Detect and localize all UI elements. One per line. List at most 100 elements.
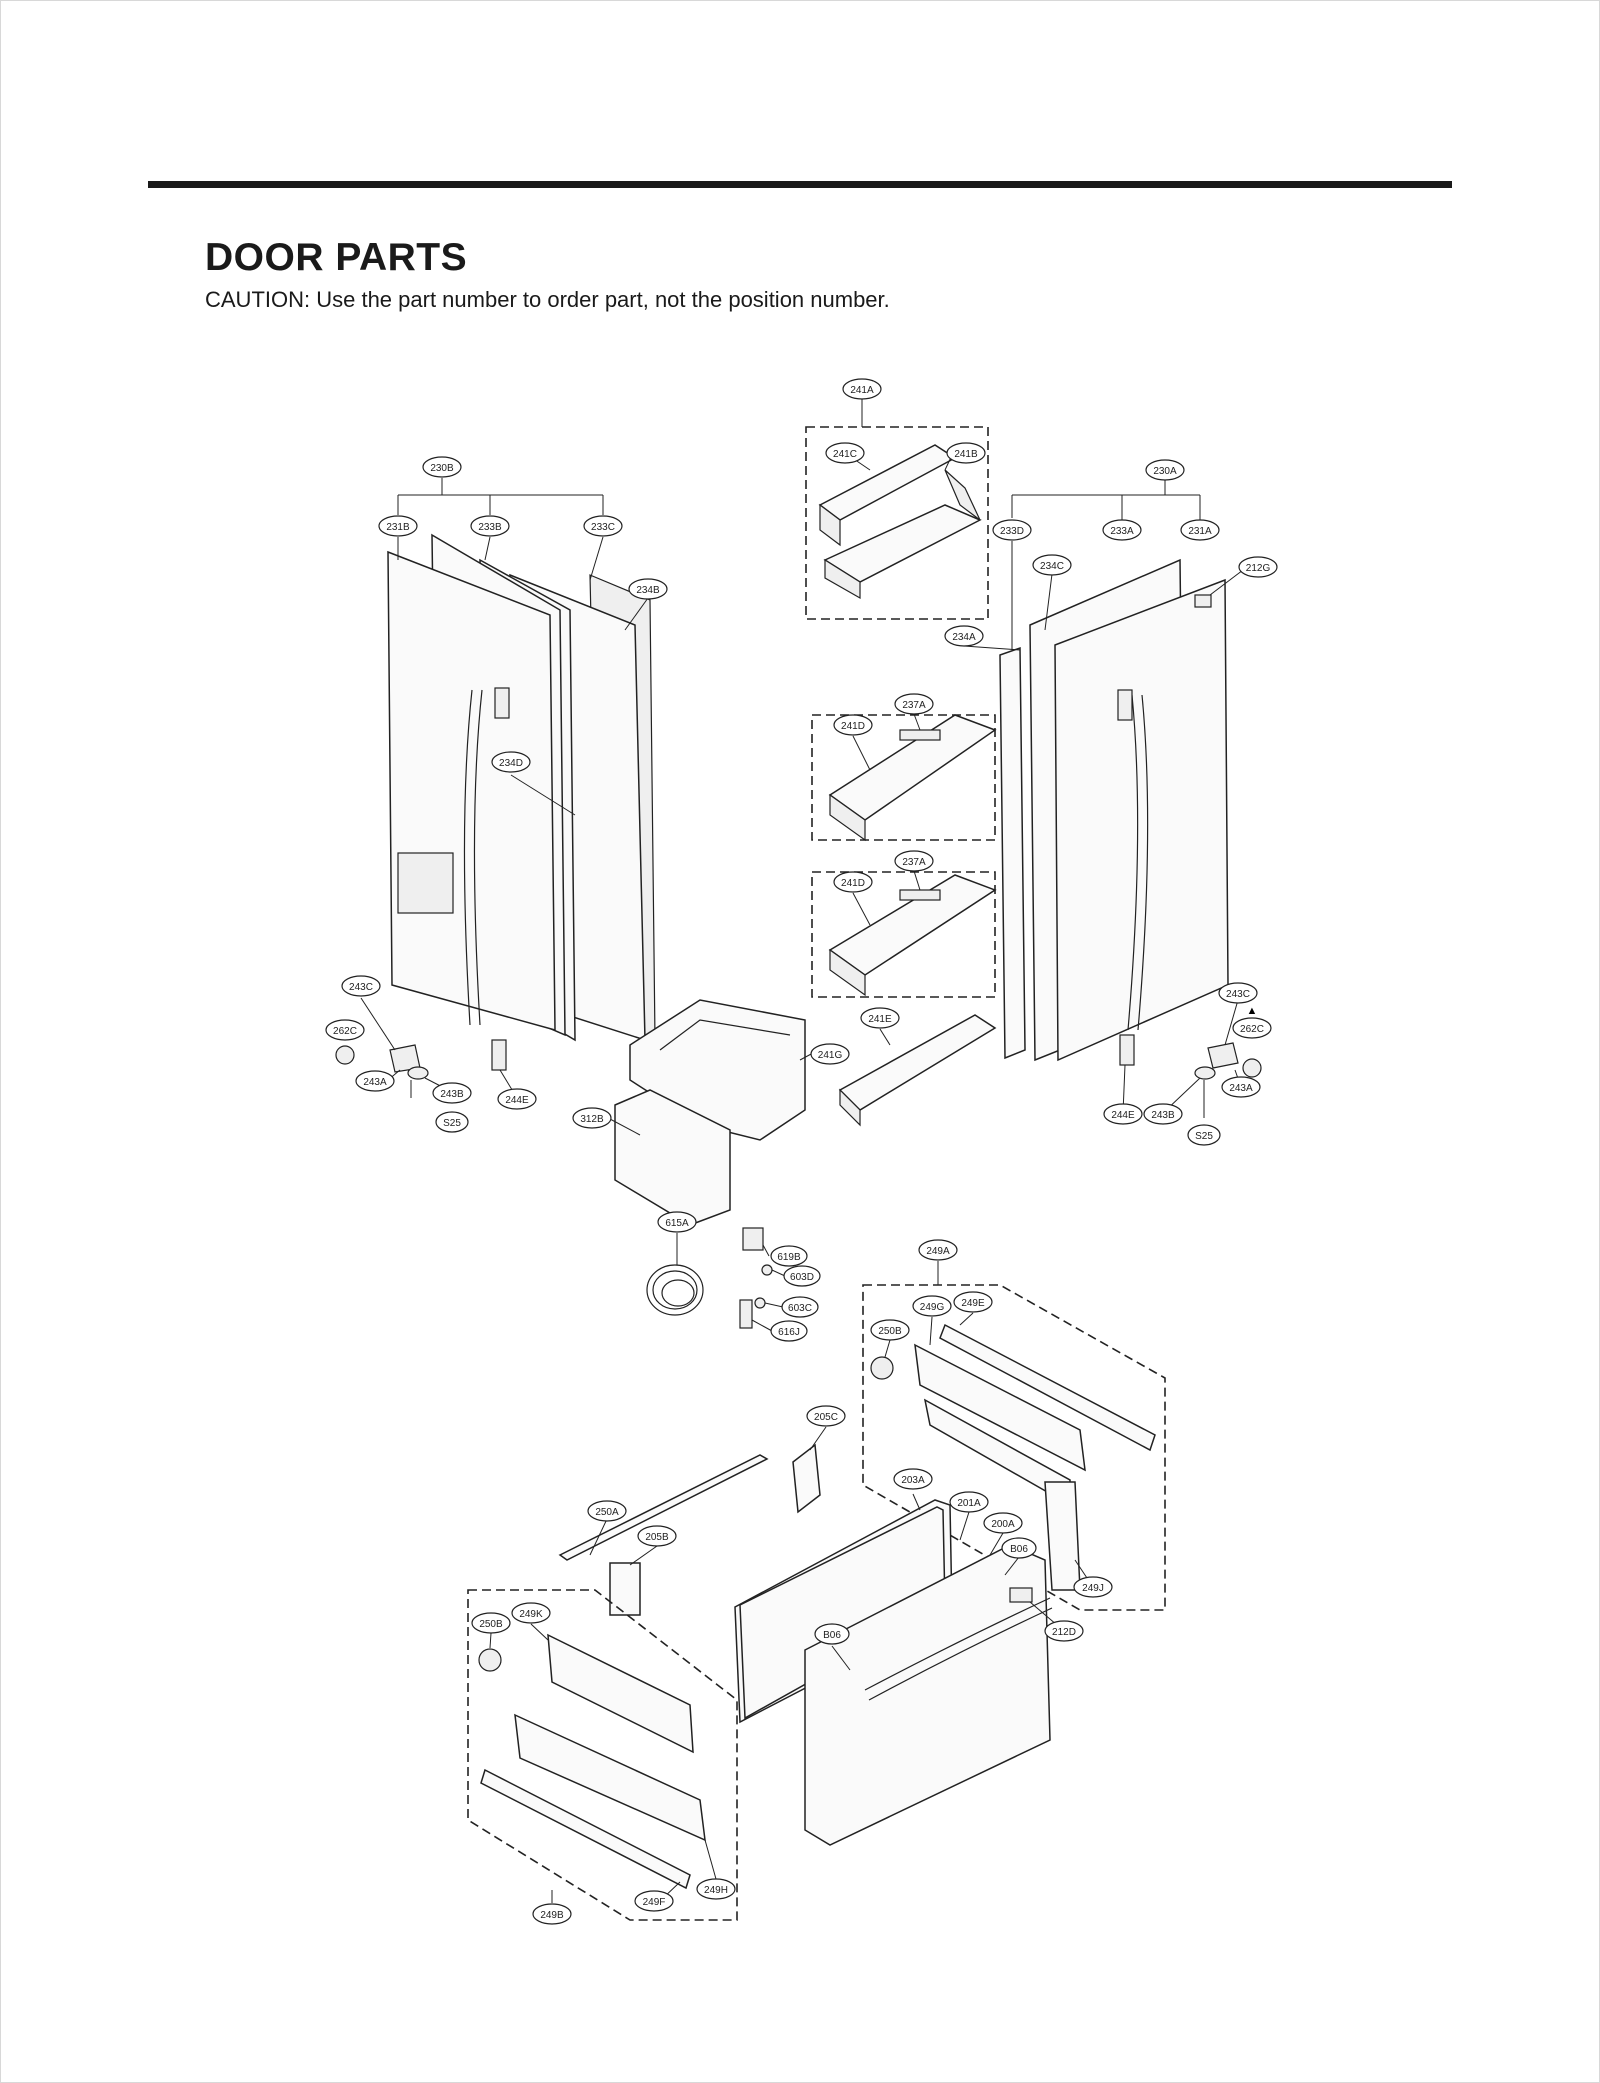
rail-249E bbox=[939, 1323, 1156, 1452]
callout-212G: 212G bbox=[1238, 556, 1278, 578]
callout-249H: 249H bbox=[696, 1878, 736, 1900]
callout-B06-upper: B06 bbox=[1001, 1537, 1037, 1559]
callout-249J: 249J bbox=[1073, 1576, 1113, 1598]
callout-241G: 241G bbox=[810, 1043, 850, 1065]
bin-group-241A-boundary bbox=[805, 426, 989, 620]
svg-text:237A: 237A bbox=[902, 700, 926, 711]
svg-text:230B: 230B bbox=[430, 463, 454, 474]
callout-249G: 249G bbox=[912, 1295, 952, 1317]
callout-250B-lower: 250B bbox=[471, 1612, 511, 1634]
rail-end-249J bbox=[1044, 1481, 1081, 1591]
callout-249B: 249B bbox=[532, 1903, 572, 1925]
svg-text:233B: 233B bbox=[478, 522, 502, 533]
svg-text:203A: 203A bbox=[901, 1475, 925, 1486]
callout-243B-left: 243B bbox=[432, 1082, 472, 1104]
callout-237A-lower: 237A bbox=[894, 850, 934, 872]
callout-230A: 230A bbox=[1145, 459, 1185, 481]
callout-603C: 603C bbox=[781, 1296, 819, 1318]
left-door-bottom-hinge bbox=[491, 1039, 507, 1071]
svg-text:230A: 230A bbox=[1153, 466, 1177, 477]
gear-250B-upper bbox=[870, 1356, 894, 1380]
callout-262C-right: 262C bbox=[1232, 1017, 1272, 1039]
svg-text:S25: S25 bbox=[1195, 1131, 1213, 1142]
callout-S25-left: S25 bbox=[435, 1111, 469, 1133]
rail-group-249B-boundary bbox=[467, 1589, 738, 1921]
callout-241D-lower: 241D bbox=[833, 871, 873, 893]
callout-603D: 603D bbox=[783, 1265, 821, 1287]
callout-243A-right: 243A bbox=[1221, 1076, 1261, 1098]
callout-243A-left: 243A bbox=[355, 1070, 395, 1092]
svg-text:249E: 249E bbox=[961, 1298, 985, 1309]
left-door-dispenser-window bbox=[397, 852, 454, 914]
bin-divider-237A-lower bbox=[899, 889, 941, 901]
svg-text:B06: B06 bbox=[823, 1630, 841, 1641]
callout-250A: 250A bbox=[587, 1500, 627, 1522]
svg-text:249A: 249A bbox=[926, 1246, 950, 1257]
right-hinge-bracket-243A bbox=[1207, 1042, 1239, 1069]
callout-249E: 249E bbox=[953, 1291, 993, 1313]
callout-233B: 233B bbox=[470, 515, 510, 537]
svg-text:249G: 249G bbox=[920, 1302, 945, 1313]
svg-text:603D: 603D bbox=[790, 1272, 814, 1283]
ring-603C bbox=[754, 1297, 766, 1309]
callout-234A: 234A bbox=[944, 625, 984, 647]
water-tube-615A bbox=[646, 1264, 704, 1316]
callout-241C: 241C bbox=[825, 442, 865, 464]
svg-text:243B: 243B bbox=[440, 1089, 464, 1100]
svg-text:234B: 234B bbox=[636, 585, 660, 596]
right-door-bottom-hinge bbox=[1119, 1034, 1135, 1066]
svg-text:212D: 212D bbox=[1052, 1627, 1076, 1638]
left-door-handle bbox=[463, 689, 473, 1026]
bracket-205C bbox=[792, 1443, 821, 1514]
callout-241A: 241A bbox=[842, 378, 882, 400]
door-bin-241D-lower bbox=[828, 874, 997, 997]
svg-text:241E: 241E bbox=[868, 1014, 892, 1025]
bin-group-2-boundary bbox=[811, 871, 996, 998]
callout-S25-right: S25 bbox=[1187, 1124, 1221, 1146]
svg-text:201A: 201A bbox=[957, 1498, 981, 1509]
header-rule bbox=[148, 181, 1452, 188]
svg-text:616J: 616J bbox=[778, 1327, 800, 1338]
valve-619B bbox=[742, 1227, 764, 1251]
svg-text:243A: 243A bbox=[1229, 1083, 1253, 1094]
svg-text:200A: 200A bbox=[991, 1519, 1015, 1530]
svg-text:233A: 233A bbox=[1110, 526, 1134, 537]
svg-text:249K: 249K bbox=[519, 1609, 543, 1620]
svg-text:241D: 241D bbox=[841, 878, 865, 889]
svg-text:205B: 205B bbox=[645, 1532, 669, 1543]
left-hinge-washer-243B bbox=[407, 1066, 429, 1080]
callout-616J: 616J bbox=[770, 1320, 808, 1342]
callout-615A: 615A bbox=[657, 1211, 697, 1233]
rail-bracket-249G bbox=[914, 1343, 1086, 1472]
svg-text:212G: 212G bbox=[1246, 563, 1271, 574]
triangle-marker-right: ▲ bbox=[1247, 1005, 1258, 1017]
rail-bracket-249K bbox=[547, 1633, 694, 1754]
right-door-top-hinge bbox=[1117, 689, 1133, 721]
bin-divider-237A-upper bbox=[899, 729, 941, 741]
callout-B06-lower: B06 bbox=[814, 1623, 850, 1645]
svg-text:243C: 243C bbox=[1226, 989, 1250, 1000]
svg-text:262C: 262C bbox=[1240, 1024, 1264, 1035]
rail-249F bbox=[480, 1768, 691, 1890]
callout-244E-left: 244E bbox=[497, 1088, 537, 1110]
right-hinge-ring-262C bbox=[1242, 1058, 1262, 1078]
callout-249F: 249F bbox=[634, 1890, 674, 1912]
svg-text:249H: 249H bbox=[704, 1885, 728, 1896]
right-door-handle bbox=[1127, 694, 1139, 1031]
callout-200A: 200A bbox=[983, 1512, 1023, 1534]
callout-203A: 203A bbox=[893, 1468, 933, 1490]
svg-text:233D: 233D bbox=[1000, 526, 1024, 537]
svg-text:603C: 603C bbox=[788, 1303, 812, 1314]
callout-249K: 249K bbox=[511, 1602, 551, 1624]
callout-249A: 249A bbox=[918, 1239, 958, 1261]
callout-205B: 205B bbox=[637, 1525, 677, 1547]
svg-text:244E: 244E bbox=[505, 1095, 529, 1106]
callout-233C: 233C bbox=[583, 515, 623, 537]
callout-231B: 231B bbox=[378, 515, 418, 537]
left-door-top-hinge bbox=[494, 687, 510, 719]
callout-241B: 241B bbox=[946, 442, 986, 464]
callout-243C-left: 243C bbox=[341, 975, 381, 997]
svg-text:241A: 241A bbox=[850, 385, 874, 396]
bin-group-1-boundary bbox=[811, 714, 996, 841]
